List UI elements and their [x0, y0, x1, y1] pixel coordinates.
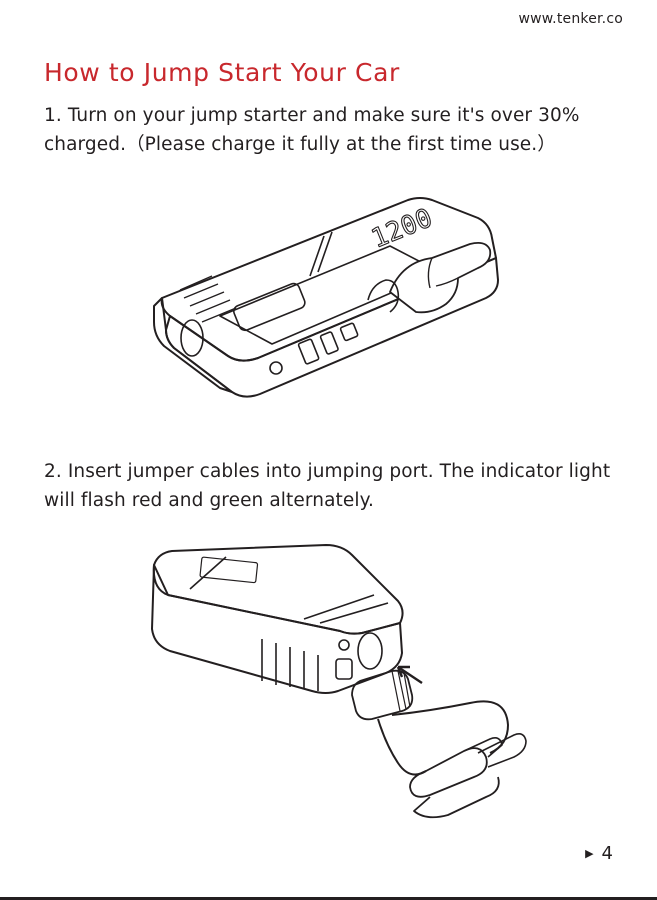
step-1: 1. Turn on your jump starter and make su… [44, 101, 624, 159]
site-url: www.tenker.co [519, 11, 624, 27]
page-footer: ▶ 4 [585, 843, 613, 864]
jump-starter-power-illustration: 1200 [140, 188, 520, 418]
step-2: 2. Insert jumper cables into jumping por… [44, 457, 624, 515]
triangle-right-icon: ▶ [585, 847, 593, 860]
page-title: How to Jump Start Your Car [44, 58, 400, 87]
jumper-cable-insert-illustration [130, 535, 530, 825]
step-2-line-2: will flash red and green alternately. [44, 486, 624, 515]
page-number: 4 [602, 843, 613, 864]
clamp-red [414, 777, 499, 817]
device-front-face [152, 565, 402, 693]
step-1-line-1: 1. Turn on your jump starter and make su… [44, 101, 624, 130]
clamp-black [410, 748, 487, 797]
device-model-label: 1200 [367, 203, 436, 254]
step-1-line-2: charged.（Please charge it fully at the f… [44, 130, 624, 159]
device-top-face [154, 545, 403, 634]
step-2-line-1: 2. Insert jumper cables into jumping por… [44, 457, 624, 486]
